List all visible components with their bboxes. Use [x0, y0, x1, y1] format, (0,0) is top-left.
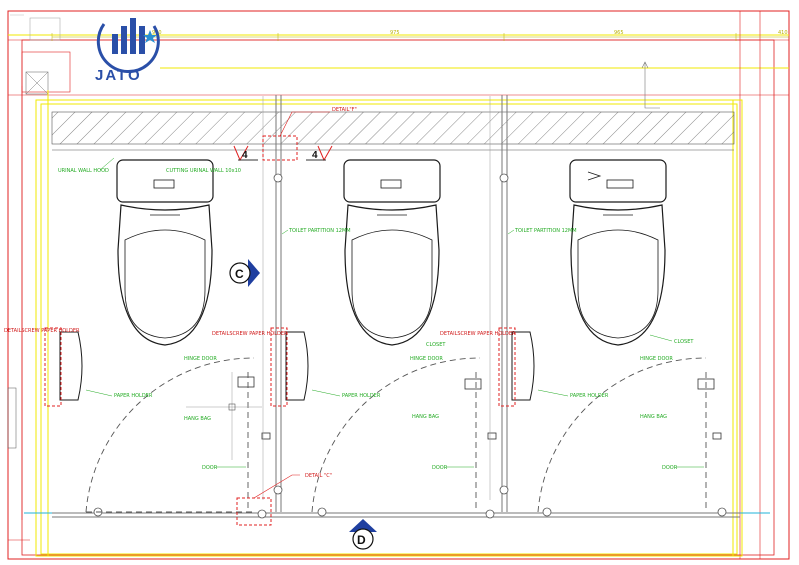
room-wall-outline: [35, 90, 743, 557]
partition-clamps: [93, 173, 727, 519]
view-marker-d: D: [349, 519, 377, 550]
leader-arrow: [641, 61, 660, 109]
detail-f-label: DETAIL"F": [332, 107, 357, 113]
detail-callouts: DETAIL"F" DETAIL "C": [236, 107, 357, 526]
jato-logo: JATO: [95, 18, 160, 84]
label-detail-screw-left: DETAILSCREW PAPER HOLDER: [4, 328, 80, 334]
label-hinge-door-3: HINGE DOOR: [640, 356, 673, 362]
toilet-1: [116, 159, 214, 346]
paper-holders: [59, 331, 535, 401]
label-hang-bag-3: HANG BAG: [640, 414, 667, 420]
label-cutting-wall: CUTTING URINAL WALL 10x10: [166, 168, 241, 174]
view-marker-c: C: [229, 259, 260, 287]
section-marker-a: 4: [242, 150, 248, 161]
label-closet: CLOSET: [426, 342, 446, 348]
annotation-labels: URINAL WALL HOOD CUTTING URINAL WALL 10x…: [4, 157, 704, 471]
toilet-3: [569, 159, 667, 346]
toilet-2: [343, 159, 441, 346]
label-hang-bag-1: HANG BAG: [184, 416, 211, 422]
label-toilet-partition-2: TOILET PARTITION 12MM: [514, 228, 577, 234]
detail-c-label: DETAIL "C": [305, 473, 332, 479]
label-door-3: DOOR: [662, 465, 678, 471]
section-markers: 4 4: [233, 145, 333, 162]
label-urinal-wall-hood: URINAL WALL HOOD: [58, 168, 109, 174]
toilet-partitions: [24, 95, 770, 518]
label-hinge-door-2: HINGE DOOR: [410, 356, 443, 362]
drawing-border: [7, 10, 790, 560]
dimension-975: 975: [390, 30, 400, 36]
paper-holder-highlight-boxes: [44, 327, 516, 407]
label-detail-screw-right: DETAILSCREW PAPER HOLDER: [440, 331, 516, 337]
hatched-back-wall: [51, 111, 735, 151]
view-marker-d-label: D: [357, 533, 366, 547]
construction-lines: [186, 96, 491, 500]
label-paper-holder-2: PAPER HOLDER: [342, 393, 381, 399]
view-marker-c-label: C: [235, 267, 244, 281]
label-toilet-partition-1: TOILET PARTITION 12MM: [288, 228, 351, 234]
hinges-and-hooks: [237, 376, 722, 440]
label-hang-bag-2: HANG BAG: [412, 414, 439, 420]
door-swings: [85, 357, 707, 513]
logo-text: JATO: [95, 67, 142, 84]
section-marker-b: 4: [312, 150, 318, 161]
dimension-965: 965: [614, 30, 624, 36]
label-detail-screw-mid: DETAILSCREW PAPER HOLDER: [212, 331, 288, 337]
label-closet-2: CLOSET: [674, 339, 694, 345]
dimension-410: 410: [778, 30, 788, 36]
label-paper-holder-1: PAPER HOLDER: [114, 393, 153, 399]
label-door-2: DOOR: [432, 465, 448, 471]
label-hinge-door-1: HINGE DOOR: [184, 356, 217, 362]
label-paper-holder-3: PAPER HOLDER: [570, 393, 609, 399]
label-door-1: DOOR: [202, 465, 218, 471]
